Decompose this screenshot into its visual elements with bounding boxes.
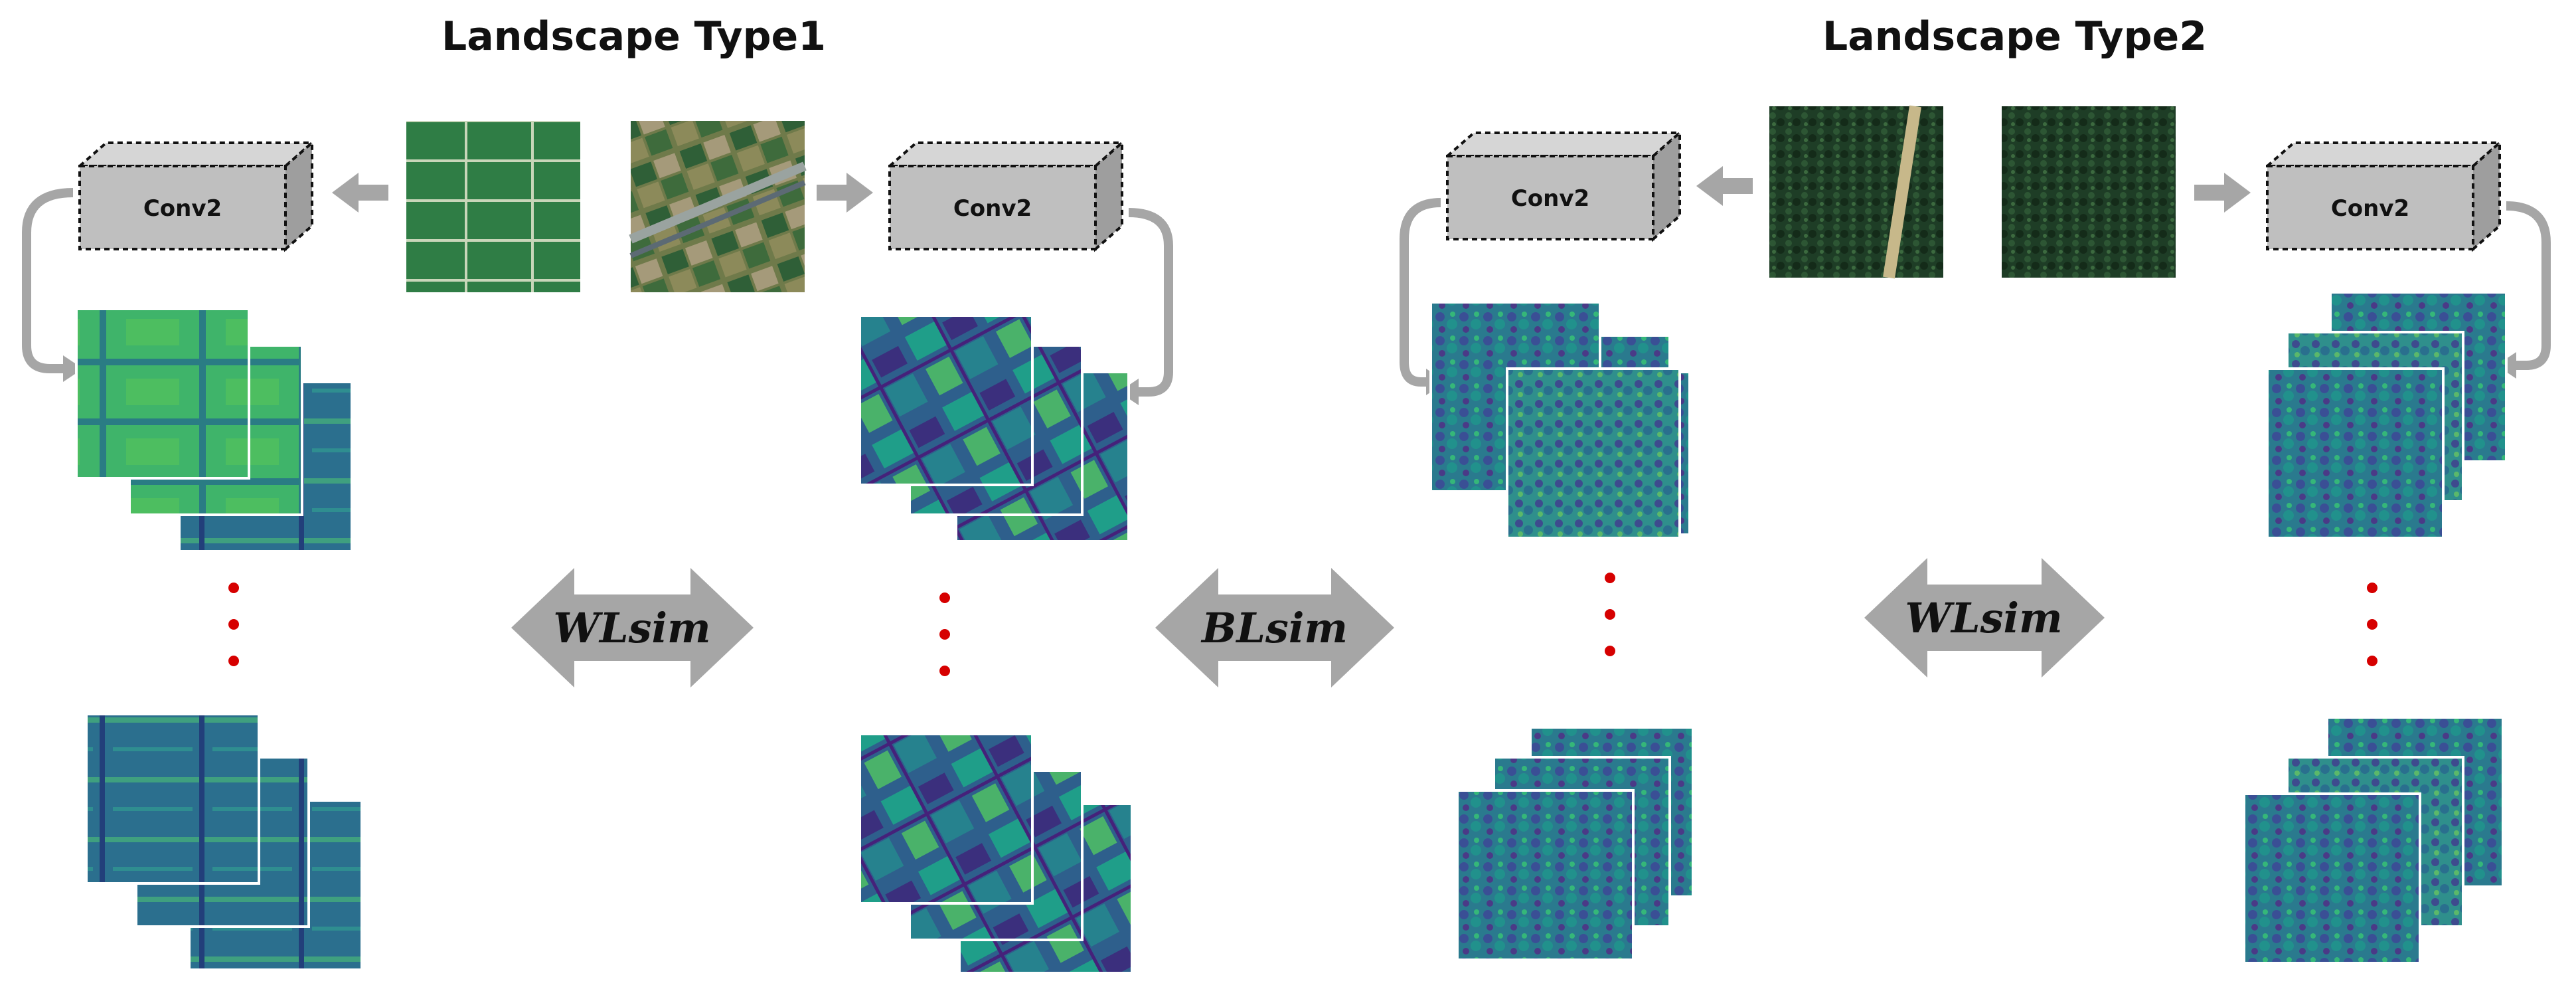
feature-maps-farm-top xyxy=(75,308,353,553)
arrow-to-conv-right xyxy=(817,173,873,213)
feature-maps-farm-bottom xyxy=(85,713,363,971)
conv2-block-right: Conv2 xyxy=(886,139,1126,252)
blsim-label: BLsim xyxy=(1200,604,1348,652)
wlsim-label-left: WLsim xyxy=(553,604,710,652)
feature-maps-forest-right-bottom xyxy=(2243,716,2504,964)
ellipsis-dots-right-2 xyxy=(2367,583,2377,666)
conv2-block-forest-left: Conv2 xyxy=(1443,130,1684,242)
feature-maps-forest-left-top xyxy=(1429,301,1691,539)
feature-maps-urban-bottom xyxy=(858,733,1133,974)
wlsim-label-right: WLsim xyxy=(1905,594,2062,642)
conv2-label-right: Conv2 xyxy=(953,195,1032,222)
conv2-label-forest-left: Conv2 xyxy=(1511,185,1589,212)
conv2-label-forest-right: Conv2 xyxy=(2331,195,2409,222)
feature-maps-urban-top xyxy=(858,314,1130,543)
ellipsis-dots-left-2 xyxy=(939,592,950,676)
forest-photo-1 xyxy=(1769,105,1943,279)
curve-arrow-left xyxy=(22,188,74,373)
blsim-arrow-center: BLsim xyxy=(1155,568,1394,687)
wlsim-arrow-left: WLsim xyxy=(511,568,754,687)
curve-arrow-forest-right xyxy=(2506,201,2551,370)
ellipsis-dots-right-1 xyxy=(1605,573,1615,656)
arrow-to-conv-forest-right xyxy=(2194,173,2251,213)
curve-arrow-right xyxy=(1128,208,1173,397)
conv2-label-left: Conv2 xyxy=(143,195,222,222)
landscape-type2-title: Landscape Type2 xyxy=(1822,13,2207,60)
feature-maps-forest-right-top xyxy=(2266,291,2508,539)
landscape-type1-title: Landscape Type1 xyxy=(442,13,826,60)
wlsim-arrow-right: WLsim xyxy=(1864,558,2105,678)
feature-maps-forest-left-bottom xyxy=(1456,726,1694,961)
farm-photo-1 xyxy=(406,121,580,292)
ellipsis-dots-left-1 xyxy=(228,583,239,666)
arrow-to-conv-forest-left xyxy=(1696,166,1753,206)
forest-photo-2 xyxy=(2002,106,2176,278)
farm-photo-2 xyxy=(629,121,807,292)
curve-arrow-forest-left xyxy=(1400,198,1441,387)
conv2-block-left: Conv2 xyxy=(76,139,316,252)
conv2-block-forest-right: Conv2 xyxy=(2263,139,2504,252)
arrow-to-conv-left xyxy=(332,173,388,213)
